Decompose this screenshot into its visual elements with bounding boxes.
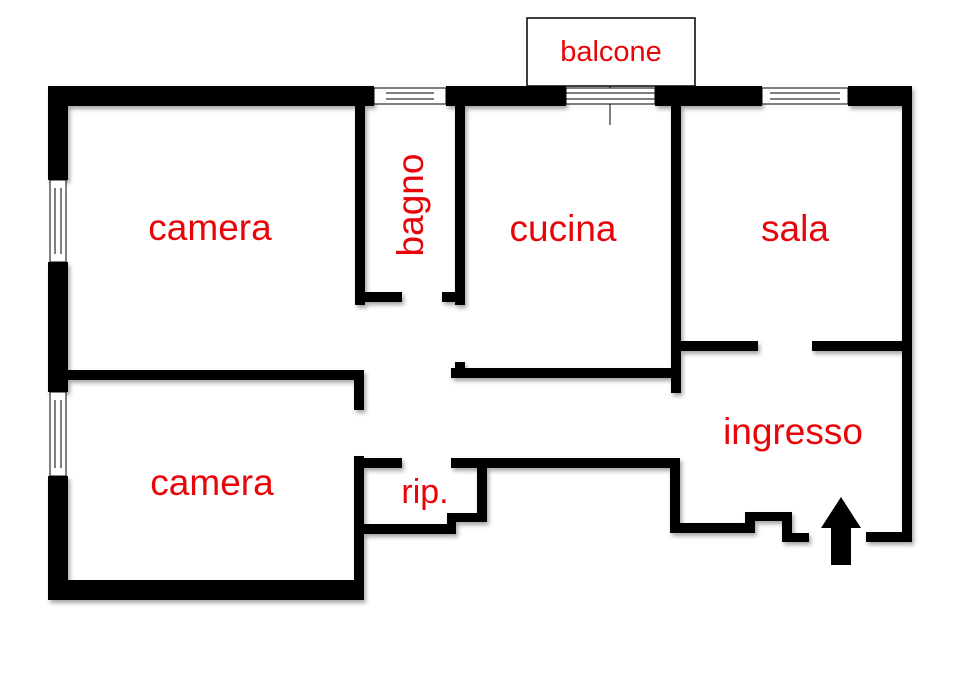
wall-rip-step — [447, 513, 487, 522]
wall-rip-right — [477, 458, 487, 522]
wall-ingresso-door-right — [866, 532, 912, 542]
wall-ingresso-step-top — [745, 512, 792, 521]
wall-ingresso-step-right — [782, 512, 792, 542]
wall-left-3 — [48, 476, 68, 600]
room-label-cucina: cucina — [510, 208, 617, 249]
room-label-ingresso: ingresso — [723, 411, 863, 452]
room-label-sala: sala — [761, 208, 829, 249]
wall-top-1 — [48, 86, 374, 106]
wall-rip-top-left — [362, 458, 402, 468]
wall-bagno-bottom-stub — [442, 292, 457, 302]
wall-bagno-right — [455, 106, 465, 305]
wall-bagno-left — [355, 106, 365, 305]
wall-cucina-right — [671, 106, 681, 393]
wall-bagno-bottom-left — [355, 292, 402, 302]
wall-right — [902, 86, 912, 542]
wall-camera-divider-return — [354, 370, 364, 410]
wall-bottom — [48, 580, 364, 600]
room-label-balcone: balcone — [560, 36, 662, 68]
wall-left-2 — [48, 262, 68, 392]
walls — [48, 86, 912, 600]
window-camera-top — [49, 179, 67, 263]
wall-camera-divider — [68, 370, 364, 380]
wall-ingresso-step-left — [745, 512, 755, 533]
wall-sala-bottom-left — [680, 341, 758, 351]
wall-top-4 — [848, 86, 912, 106]
room-label-camera-bottom: camera — [150, 462, 274, 503]
balcony-outline — [526, 17, 696, 87]
wall-top-3 — [655, 86, 762, 106]
wall-left-1 — [48, 86, 68, 180]
wall-top-2 — [446, 86, 566, 106]
room-label-bagno: bagno — [390, 154, 431, 257]
wall-ingresso-door-left — [782, 533, 809, 542]
wall-cucina-stub — [455, 362, 465, 372]
wall-camera-right — [354, 456, 364, 600]
room-label-camera-top: camera — [148, 207, 272, 248]
wall-rip-step-vertical — [447, 513, 456, 534]
wall-sala-bottom-right — [812, 341, 904, 351]
wall-cucina-bottom — [451, 368, 680, 378]
entrance-arrow-icon — [821, 497, 861, 565]
window-bagno — [373, 87, 447, 105]
wall-rip-bottom — [362, 524, 456, 534]
wall-corridor-bottom — [451, 458, 680, 468]
wall-ingresso-bottom — [670, 523, 755, 533]
wall-ingresso-left — [670, 458, 680, 533]
window-cucina — [565, 87, 656, 105]
room-label-ripostiglio: rip. — [401, 473, 448, 511]
window-sala — [761, 87, 849, 105]
window-camera-bottom — [49, 391, 67, 477]
